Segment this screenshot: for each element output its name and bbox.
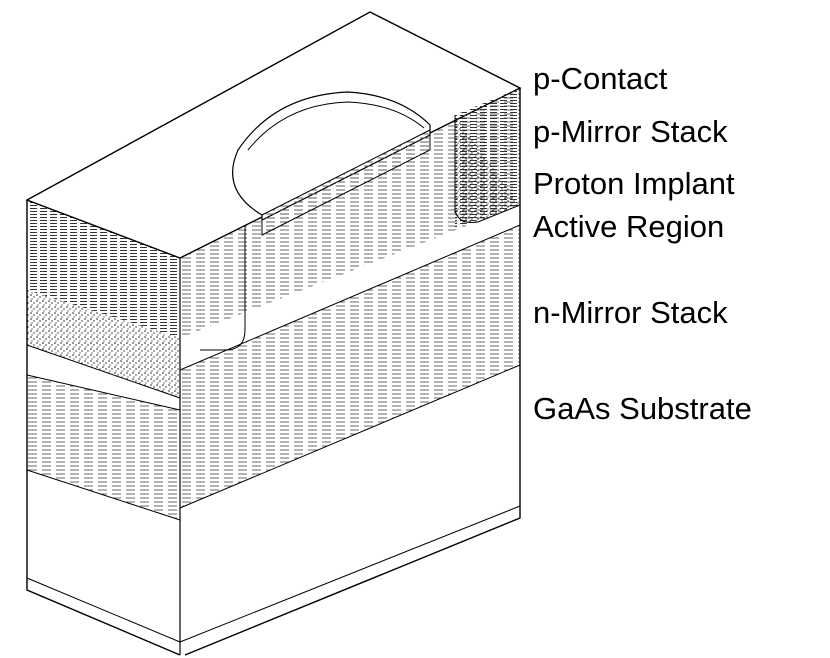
front-substrate bbox=[27, 470, 180, 655]
label-proton-implant: Proton Implant bbox=[533, 166, 735, 201]
contact-aperture bbox=[232, 91, 431, 221]
label-active-region: Active Region bbox=[533, 209, 725, 244]
top-face-p-contact bbox=[25, 11, 522, 259]
front-n-mirror-stack bbox=[27, 375, 180, 520]
front-p-mirror-stack bbox=[27, 200, 180, 338]
implant-boundary bbox=[200, 225, 246, 351]
label-n-mirror-stack: n-Mirror Stack bbox=[533, 295, 728, 330]
right-face-n-mirror-stack bbox=[180, 225, 520, 508]
right-face-active-region bbox=[180, 205, 520, 370]
right-face-p-mirror-stack bbox=[180, 88, 520, 338]
label-gaas-substrate: GaAs Substrate bbox=[533, 391, 752, 426]
label-p-contact: p-Contact bbox=[533, 61, 668, 96]
p-mirror-cutaway bbox=[454, 88, 521, 228]
front-proton-implant bbox=[27, 290, 180, 398]
front-active-region bbox=[27, 345, 180, 410]
right-face bbox=[179, 88, 521, 656]
front-face bbox=[26, 200, 521, 656]
right-face-substrate bbox=[180, 365, 520, 655]
label-p-mirror-stack: p-Mirror Stack bbox=[533, 114, 728, 149]
